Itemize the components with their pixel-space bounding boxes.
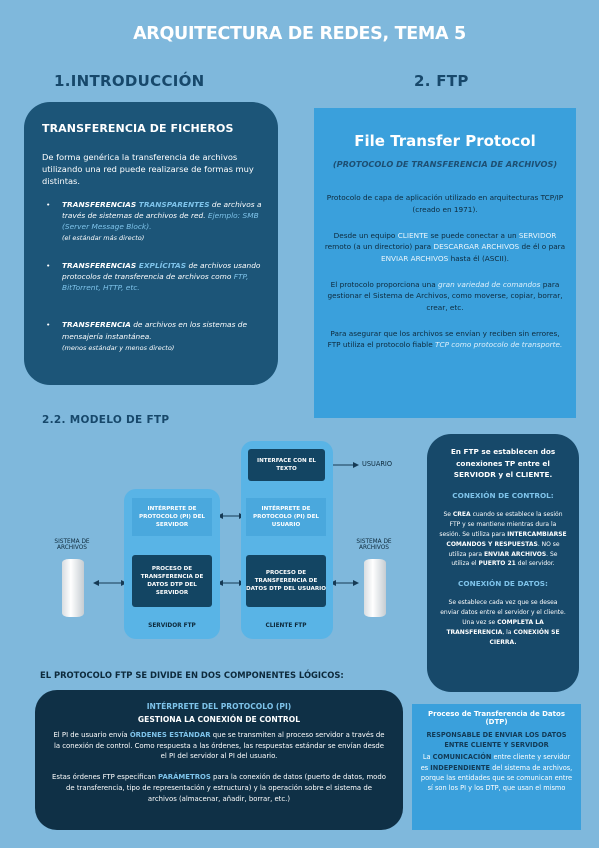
intro-text: De forma genérica la transferencia de ar… bbox=[42, 152, 254, 187]
list-item: TRANSFERENCIA de archivos en los sistema… bbox=[42, 319, 262, 353]
text-run: CLIENTE bbox=[397, 230, 429, 240]
text-run: hasta él (ASCII). bbox=[448, 253, 509, 263]
ftp-model-diagram: INTERFACE CON EL TEXTO USUARIO INTÉRPRET… bbox=[40, 435, 420, 647]
text-run: gran variedad de comandos bbox=[438, 279, 541, 289]
bullet-note: (el estándar más directo) bbox=[62, 234, 145, 243]
dtp-server-box: PROCESO DE TRANSFERENCIA DE DATOS DTP DE… bbox=[132, 555, 212, 607]
ftp-card: File Transfer Protocol (PROTOCOLO DE TRA… bbox=[314, 108, 576, 418]
section-heading-model: 2.2. MODELO DE FTP bbox=[42, 414, 170, 426]
ftp-paragraph: El protocolo proporciona una gran varied… bbox=[324, 279, 566, 314]
text-run: que se transmiten al proceso servidor a … bbox=[53, 731, 385, 761]
text-run: Se establece cada vez que se desea envia… bbox=[440, 599, 566, 627]
protocol-heading: EL PROTOCOLO FTP SE DIVIDE EN DOS COMPON… bbox=[40, 670, 344, 680]
database-icon bbox=[364, 559, 386, 617]
bullet-example: Ejemplo: SMB (Server Message Block). bbox=[62, 211, 259, 232]
text-run: . Se utiliza el bbox=[451, 550, 558, 568]
page-title: ARQUITECTURA DE REDES, TEMA 5 bbox=[133, 24, 466, 44]
data-connection-heading: CONEXIÓN DE DATOS: bbox=[458, 579, 548, 589]
database-icon bbox=[62, 559, 84, 617]
bullet-keyword: TRANSPARENTES bbox=[138, 200, 210, 210]
pi-subheading: GESTIONA LA CONEXIÓN DE CONTROL bbox=[137, 715, 301, 724]
interface-box: INTERFACE CON EL TEXTO bbox=[248, 449, 325, 481]
connections-intro: En FTP se establecen dos conexiones TP e… bbox=[450, 447, 556, 480]
ftp-paragraph: Protocolo de capa de aplicación utilizad… bbox=[326, 193, 564, 214]
bullet-keyword: TRANSFERENCIAS bbox=[62, 200, 139, 210]
bullet-text: de archivos a través de sistemas de arch… bbox=[62, 200, 262, 221]
dtp-heading: Proceso de Transferencia de Datos (DTP) bbox=[428, 710, 565, 726]
text-run: La bbox=[422, 753, 433, 762]
text-run: Se bbox=[443, 511, 453, 519]
text-run: . NO se utiliza para bbox=[448, 540, 560, 558]
text-run: COMPLETA LA TRANSFERENCIA bbox=[446, 619, 544, 637]
text-run: Desde un equipo bbox=[333, 230, 398, 240]
text-run: ÓRDENES ESTÁNDAR bbox=[129, 731, 211, 739]
bullet-keyword: TRANSFERENCIAS bbox=[62, 261, 139, 271]
text-run: El protocolo proporciona una bbox=[330, 279, 438, 289]
text-run: del servidor. bbox=[515, 560, 555, 568]
pi-paragraph: El PI de usuario envía ÓRDENES ESTÁNDAR … bbox=[51, 730, 387, 762]
pi-server-box: INTÉRPRETE DE PROTOCOLO (PI) DEL SERVIDO… bbox=[132, 498, 212, 536]
text-run: INTERCAMBIARSE COMANDOS Y RESPUESTAS bbox=[446, 530, 567, 548]
text-run: Estas órdenes FTP especifican bbox=[52, 773, 159, 782]
bullet-text: de archivos usando protocolos de transfe… bbox=[62, 261, 261, 282]
pi-paragraph: Estas órdenes FTP especifican PARÁMETROS… bbox=[51, 772, 387, 804]
text-run: cuando se establece la sesión FTP y se m… bbox=[439, 511, 563, 538]
text-run: SERVIDOR bbox=[518, 230, 557, 240]
section-heading-ftp: 2. FTP bbox=[414, 72, 469, 90]
control-connection-heading: CONEXIÓN DE CONTROL: bbox=[452, 491, 554, 501]
bullet-example: FTP, BitTorrent, HTTP, etc. bbox=[62, 272, 249, 293]
bullet-note: (menos estándar y menos directo) bbox=[62, 343, 175, 352]
data-connection-text: Se establece cada vez que se desea envia… bbox=[439, 598, 567, 647]
text-run: PUERTO 21 bbox=[478, 560, 516, 568]
ftp-paragraph: Para asegurar que los archivos se envían… bbox=[324, 328, 566, 351]
user-label: USUARIO bbox=[362, 460, 393, 468]
text-run: ENVIAR ARCHIVOS bbox=[380, 253, 449, 263]
intro-heading: TRANSFERENCIA DE FICHEROS bbox=[42, 122, 234, 135]
text-run: CREA bbox=[452, 511, 471, 519]
text-run: , la bbox=[502, 629, 514, 637]
list-item: TRANSFERENCIAS EXPLÍCITAS de archivos us… bbox=[42, 260, 262, 293]
text-run: DESCARGAR ARCHIVOS bbox=[433, 242, 520, 252]
text-run: PARÁMETROS bbox=[158, 773, 211, 782]
dtp-paragraph: La COMUNICACIÓN entre cliente y servidor… bbox=[420, 752, 573, 793]
list-item: TRANSFERENCIAS TRANSPARENTES de archivos… bbox=[42, 199, 262, 244]
text-run: El PI de usuario envía bbox=[53, 731, 130, 739]
pi-user-box: INTÉRPRETE DE PROTOCOLO (PI) DEL USUARIO bbox=[246, 498, 326, 536]
text-run: remoto (a un directorio) para bbox=[324, 242, 434, 252]
dtp-user-box: PROCESO DE TRANSFERENCIA DE DATOS DTP DE… bbox=[246, 555, 326, 607]
ftp-paragraph: Desde un equipo CLIENTE se puede conecta… bbox=[324, 230, 566, 265]
server-label: SERVIDOR FTP bbox=[148, 623, 196, 629]
text-run: entre cliente y servidor es bbox=[420, 753, 571, 772]
bullet-keyword: TRANSFERENCIA bbox=[62, 320, 131, 330]
intro-card: TRANSFERENCIA DE FICHEROS De forma genér… bbox=[24, 102, 278, 385]
client-label: CLIENTE FTP bbox=[265, 623, 307, 629]
text-run: para la conexión de datos (puerto de dat… bbox=[66, 773, 386, 803]
text-run: CONEXIÓN SE CIERRA. bbox=[489, 629, 560, 646]
pi-heading: INTÉRPRETE DEL PROTOCOLO (PI) bbox=[146, 702, 292, 711]
text-run: de él o para bbox=[519, 242, 566, 252]
text-run: para gestionar el Sistema de Archivos, c… bbox=[327, 279, 563, 312]
dtp-card: Proceso de Transferencia de Datos (DTP) … bbox=[412, 704, 581, 830]
bullet-keyword: EXPLÍCITAS bbox=[138, 261, 187, 271]
section-heading-intro: 1.INTRODUCCIÓN bbox=[54, 72, 205, 90]
pi-card: INTÉRPRETE DEL PROTOCOLO (PI) GESTIONA L… bbox=[35, 690, 403, 830]
text-run: INDEPENDIENTE bbox=[430, 763, 491, 772]
text-run: Para asegurar que los archivos se envían… bbox=[327, 328, 560, 350]
intro-list: TRANSFERENCIAS TRANSPARENTES de archivos… bbox=[42, 199, 262, 353]
fs-left-label: SISTEMA DE ARCHIVOS bbox=[54, 539, 90, 551]
bullet-text: de archivos en los sistemas de mensajerí… bbox=[62, 320, 248, 341]
connections-card: En FTP se establecen dos conexiones TP e… bbox=[427, 434, 579, 692]
text-run: se puede conectar a un bbox=[428, 230, 519, 240]
ftp-title: File Transfer Protocol bbox=[354, 132, 536, 150]
text-run: COMUNICACIÓN bbox=[432, 753, 492, 762]
text-run: ENVIAR ARCHIVOS bbox=[483, 550, 547, 558]
dtp-subheading: RESPONSABLE DE ENVIAR LOS DATOS ENTRE CL… bbox=[426, 731, 567, 750]
ftp-subtitle: (PROTOCOLO DE TRANSFERENCIA DE ARCHIVOS) bbox=[332, 159, 558, 169]
fs-right-label: SISTEMA DE ARCHIVOS bbox=[356, 539, 392, 551]
text-run: del sistema de archivos, porque las enti… bbox=[420, 763, 573, 793]
control-connection-text: Se CREA cuando se establece la sesión FT… bbox=[439, 510, 567, 569]
text-run: TCP como protocolo de transporte. bbox=[435, 340, 563, 350]
